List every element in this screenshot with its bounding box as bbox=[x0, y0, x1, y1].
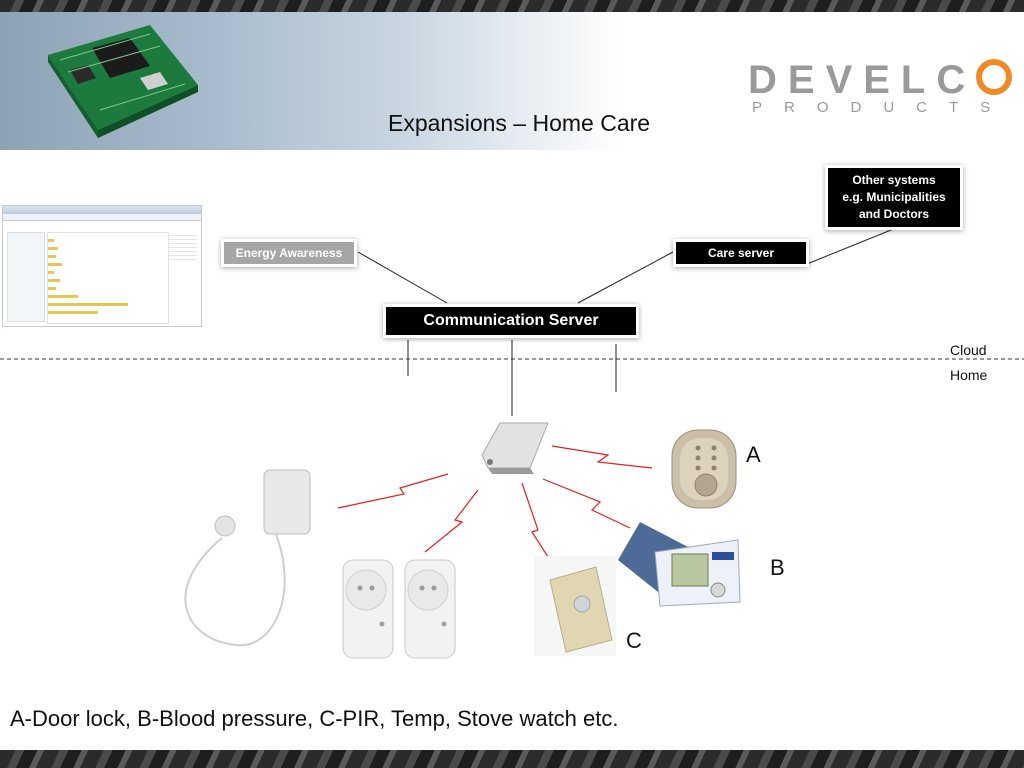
other-systems-line-2: e.g. Municipalities bbox=[842, 190, 946, 204]
energy-app-screenshot bbox=[2, 205, 202, 327]
device-letter-a: A bbox=[746, 442, 761, 467]
device-letter-c: C bbox=[626, 628, 642, 653]
pir-sensor-device-icon bbox=[534, 556, 616, 656]
energy-to-server-line bbox=[357, 251, 448, 304]
blood-pressure-monitor-icon bbox=[618, 522, 741, 607]
other-systems-to-care-line bbox=[801, 227, 897, 267]
stove-watch-device-icon bbox=[184, 469, 311, 647]
care-server-box: Care server bbox=[676, 242, 806, 264]
connector-lines bbox=[357, 227, 897, 416]
circuit-board-image bbox=[48, 25, 198, 138]
care-to-server-line bbox=[577, 251, 674, 304]
communication-server-box: Communication Server bbox=[386, 307, 636, 335]
screenshot-plot bbox=[47, 232, 169, 324]
wireless-link-stove-watch bbox=[337, 473, 449, 509]
wireless-links bbox=[337, 445, 653, 561]
slide-title: Expansions – Home Care bbox=[388, 110, 651, 136]
wireless-link-pir bbox=[521, 482, 551, 561]
screenshot-sidebar bbox=[7, 232, 45, 322]
screenshot-titlebar bbox=[3, 206, 201, 214]
other-systems-line-3: and Doctors bbox=[858, 207, 929, 221]
other-systems-line-1: Other systems bbox=[852, 173, 936, 187]
door-lock-device-icon bbox=[671, 429, 737, 509]
wireless-link-smart-plugs bbox=[424, 489, 479, 553]
logo-wordmark: DEVELC bbox=[748, 58, 977, 102]
gateway-device-icon bbox=[481, 422, 549, 474]
wireless-link-door-lock bbox=[551, 445, 653, 469]
logo-subline: PRODUCTS bbox=[752, 99, 1013, 116]
other-systems-box: Other systems e.g. Municipalities and Do… bbox=[828, 168, 960, 227]
energy-awareness-box: Energy Awareness bbox=[224, 242, 354, 264]
bottom-decorative-band bbox=[0, 750, 1024, 768]
top-decorative-band bbox=[0, 0, 1024, 12]
device-letter-b: B bbox=[770, 555, 785, 580]
home-label: Home bbox=[950, 367, 988, 383]
smart-plug-icon bbox=[404, 559, 456, 659]
wireless-link-blood-pressure bbox=[542, 478, 631, 529]
screenshot-calendar bbox=[169, 232, 197, 260]
slide-caption: A-Door lock, B-Blood pressure, C-PIR, Te… bbox=[10, 706, 619, 731]
logo-o-ring-icon bbox=[976, 59, 1013, 95]
smart-plug-icon bbox=[342, 559, 394, 659]
screenshot-toolbar bbox=[3, 214, 201, 221]
cloud-label: Cloud bbox=[950, 342, 987, 358]
develco-logo: DEVELC PRODUCTS bbox=[748, 58, 1013, 116]
